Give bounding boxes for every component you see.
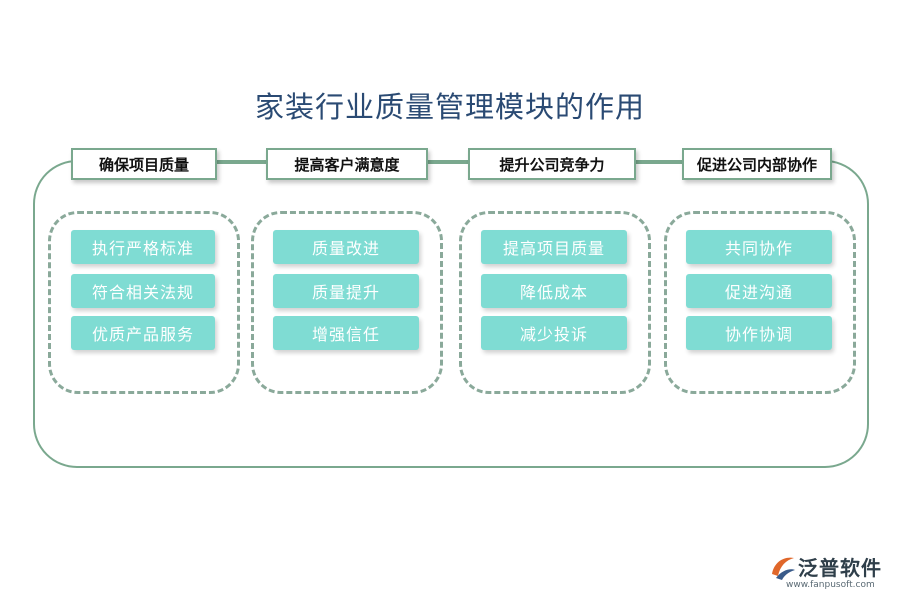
diagram-title: 家装行业质量管理模块的作用	[254, 90, 645, 124]
item-quality-upgrade: 质量提升	[273, 274, 419, 308]
item-quality-service: 优质产品服务	[71, 316, 215, 350]
item-regulations: 符合相关法规	[71, 274, 215, 308]
group-frame-3	[459, 211, 651, 394]
item-cooperate: 共同协作	[686, 230, 832, 264]
item-communication: 促进沟通	[686, 274, 832, 308]
header-ensure-quality: 确保项目质量	[71, 148, 217, 180]
logo-name: 泛普软件	[798, 556, 882, 580]
group-frame-1	[48, 211, 240, 394]
item-strict-standards: 执行严格标准	[71, 230, 215, 264]
item-project-quality: 提高项目质量	[481, 230, 627, 264]
fanpu-logo-icon	[772, 557, 795, 580]
item-coordination: 协作协调	[686, 316, 832, 350]
header-customer-satisfaction: 提高客户满意度	[266, 148, 428, 180]
outer-frame	[33, 160, 869, 468]
item-reduce-cost: 降低成本	[481, 274, 627, 308]
logo-url: www.fanpusoft.com	[786, 580, 875, 590]
item-reduce-complaints: 减少投诉	[481, 316, 627, 350]
group-frame-2	[251, 211, 443, 394]
header-internal-collaboration: 促进公司内部协作	[682, 148, 832, 180]
fanpu-logo: 泛普软件 www.fanpusoft.com	[768, 550, 893, 596]
item-build-trust: 增强信任	[273, 316, 419, 350]
item-quality-improvement: 质量改进	[273, 230, 419, 264]
header-competitiveness: 提升公司竞争力	[468, 148, 636, 180]
group-frame-4	[664, 211, 856, 394]
